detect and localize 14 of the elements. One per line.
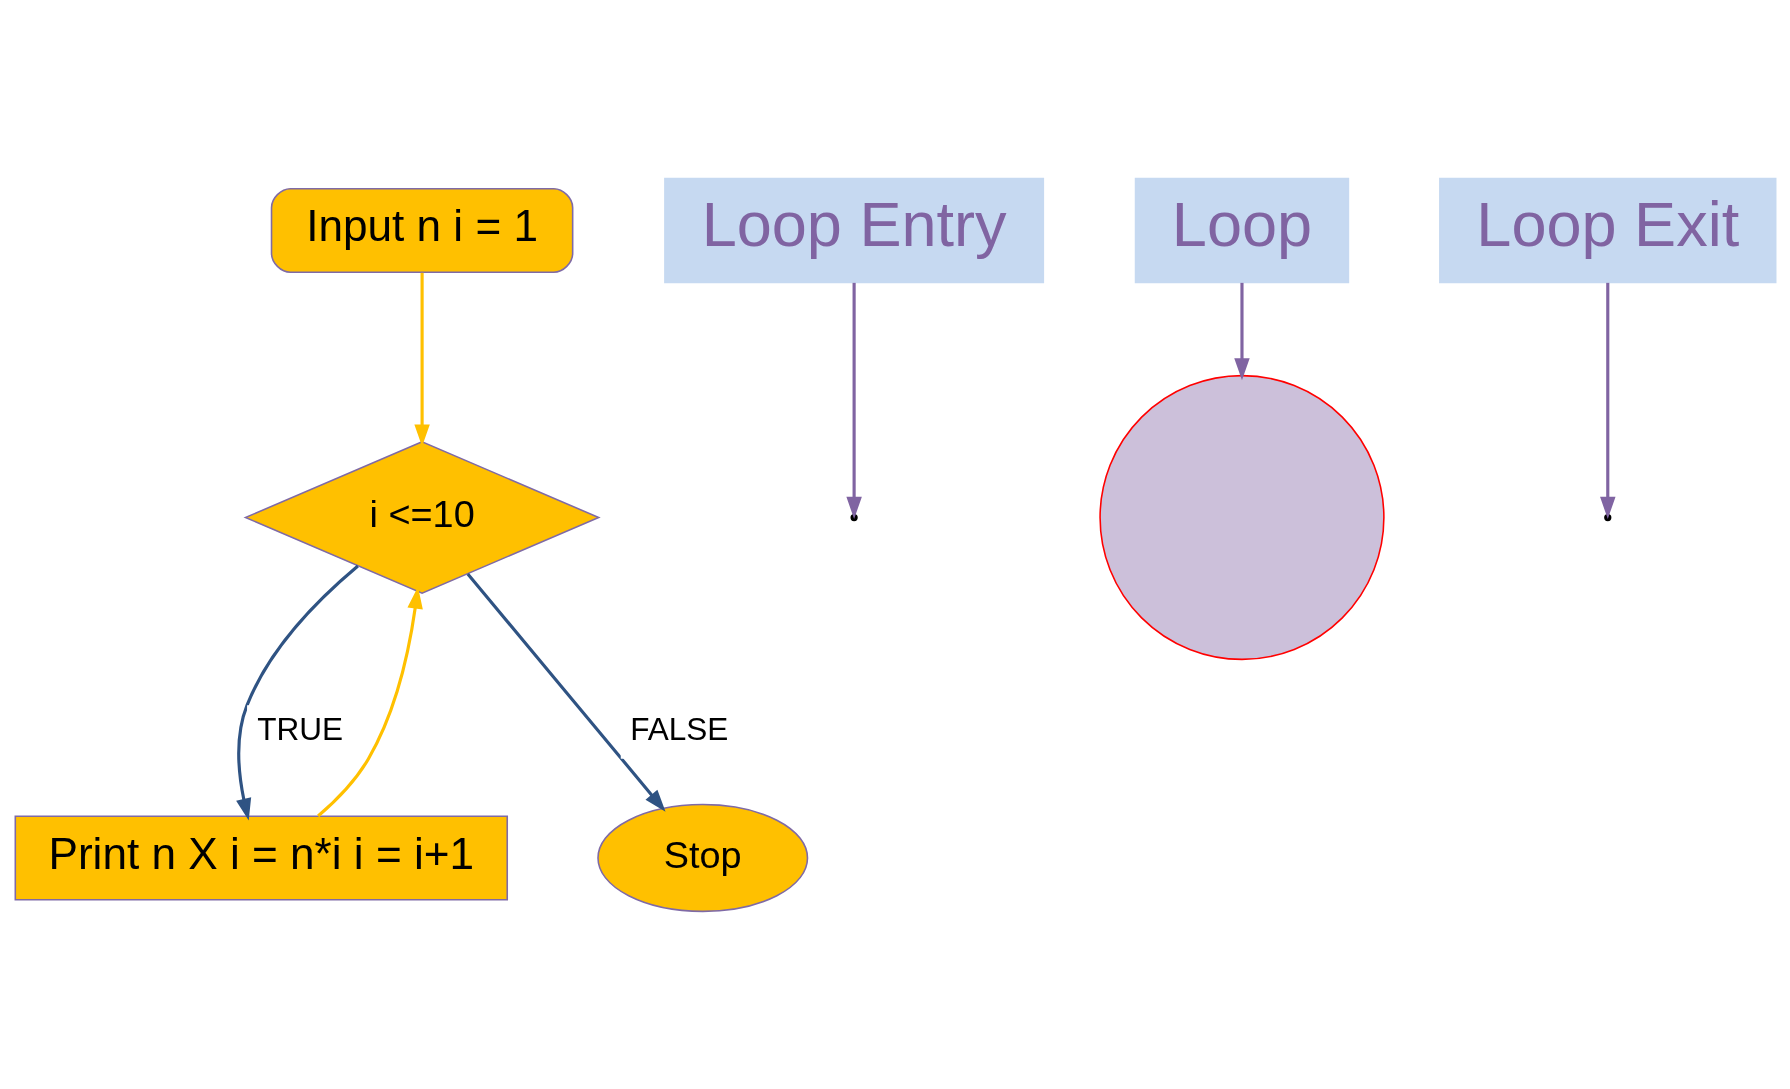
node-box: Print n X i = n*i i = i+1 — [14, 814, 508, 901]
node-box: Loop — [1134, 177, 1349, 283]
edge-label: FALSE — [629, 710, 728, 747]
arrow — [413, 272, 430, 447]
node-ellipse: Stop — [596, 803, 808, 912]
node-box: Loop Exit — [1438, 177, 1776, 283]
node-box: Input n i = 1 — [270, 187, 573, 273]
node-box: Loop Entry — [663, 177, 1044, 283]
arrow — [235, 564, 359, 820]
node-circle — [1098, 374, 1385, 660]
edge-label: TRUE — [256, 710, 343, 747]
arrow — [1233, 282, 1250, 380]
arrow — [466, 572, 666, 812]
node-diamond: i <=10 — [243, 440, 601, 594]
